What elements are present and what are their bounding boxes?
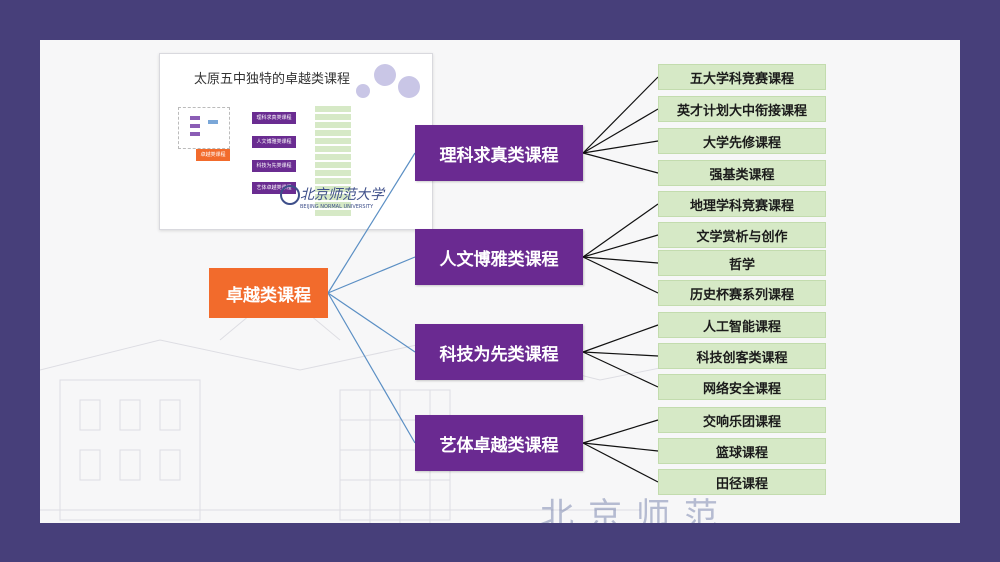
leaf-node: 强基类课程 (658, 160, 826, 186)
thumbnail-leaf-node (315, 210, 351, 216)
decor-circle (398, 76, 420, 98)
connector-lines (327, 76, 659, 483)
thumbnail-leaf-node (315, 202, 351, 208)
leaf-node: 篮球课程 (658, 438, 826, 464)
thumbnail-title: 太原五中独特的卓越类课程 (194, 72, 351, 87)
leaf-node: 文学赏析与创作 (658, 222, 826, 248)
leaf-node: 田径课程 (658, 469, 826, 495)
group-to-leaf-connector (582, 152, 659, 174)
group-node-technology: 科技为先类课程 (415, 324, 583, 380)
group-to-leaf-connector (582, 442, 659, 483)
thumbnail-root-node: 卓越类课程 (196, 149, 230, 161)
leaf-node: 五大学科竞赛课程 (658, 64, 826, 90)
leaf-node: 历史杯赛系列课程 (658, 280, 826, 306)
slide: 太原五中独特的卓越类课程 卓越类课程 理科求真类课程 人文博雅类课程 科技为先类… (40, 40, 960, 523)
thumbnail-leaf-node (315, 154, 351, 160)
thumbnail-leaf-node (315, 138, 351, 144)
root-node: 卓越类课程 (209, 268, 328, 318)
university-watermark: 北京师范 (540, 496, 732, 523)
group-to-leaf-connector (582, 256, 659, 294)
group-to-leaf-connector (582, 419, 659, 444)
group-to-leaf-connector (582, 351, 659, 388)
thumbnail-group-node: 理科求真类课程 (252, 112, 296, 124)
thumbnail-leaf-node (315, 170, 351, 176)
thumbnail-leaf-node (315, 106, 351, 112)
group-node-science: 理科求真类课程 (415, 125, 583, 181)
university-logo-subtitle: BEIJING NORMAL UNIVERSITY (300, 204, 374, 210)
thumbnail-leaf-node (315, 114, 351, 120)
thumbnail-leaf-node (315, 122, 351, 128)
thumbnail-mini-node (208, 120, 218, 124)
thumbnail-leaf-node (315, 178, 351, 184)
thumbnail-leaf-node (315, 130, 351, 136)
leaf-node: 网络安全课程 (658, 374, 826, 400)
university-logo: 北京师范大学 (300, 187, 384, 203)
thumbnail-leaf-node (315, 146, 351, 152)
thumbnail-mini-node (190, 124, 200, 128)
leaf-node: 哲学 (658, 250, 826, 276)
group-node-arts-sports: 艺体卓越类课程 (415, 415, 583, 471)
leaf-node: 交响乐团课程 (658, 407, 826, 433)
group-to-leaf-connector (582, 442, 659, 452)
group-to-leaf-connector (582, 324, 659, 353)
thumbnail-group-node: 人文博雅类课程 (252, 136, 296, 148)
root-to-group-connector (327, 292, 416, 353)
group-node-humanities: 人文博雅类课程 (415, 229, 583, 285)
thumbnail-mini-node (190, 116, 200, 120)
leaf-node: 科技创客类课程 (658, 343, 826, 369)
group-to-leaf-connector (582, 76, 659, 154)
root-to-group-connector (327, 152, 416, 294)
thumbnail-mini-node (190, 132, 200, 136)
thumbnail-leaf-node (315, 194, 351, 200)
thumbnail-leaf-node (315, 162, 351, 168)
university-seal-icon (280, 185, 300, 205)
group-to-leaf-connector (582, 234, 659, 258)
decor-circle (356, 84, 370, 98)
thumbnail-preview: 太原五中独特的卓越类课程 卓越类课程 理科求真类课程 人文博雅类课程 科技为先类… (159, 53, 433, 230)
decor-circle (374, 64, 396, 86)
group-to-leaf-connector (582, 256, 659, 264)
leaf-node: 英才计划大中衔接课程 (658, 96, 826, 122)
root-to-group-connector (327, 292, 416, 444)
thumbnail-mini-chart (178, 107, 230, 149)
leaf-node: 大学先修课程 (658, 128, 826, 154)
thumbnail-group-node: 科技为先类课程 (252, 160, 296, 172)
group-to-leaf-connector (582, 108, 659, 154)
group-to-leaf-connector (582, 351, 659, 357)
group-to-leaf-connector (582, 203, 659, 258)
root-to-group-connector (327, 256, 416, 294)
thumbnail-leaf-node (315, 186, 351, 192)
group-to-leaf-connector (582, 140, 659, 154)
leaf-node: 地理学科竞赛课程 (658, 191, 826, 217)
leaf-node: 人工智能课程 (658, 312, 826, 338)
